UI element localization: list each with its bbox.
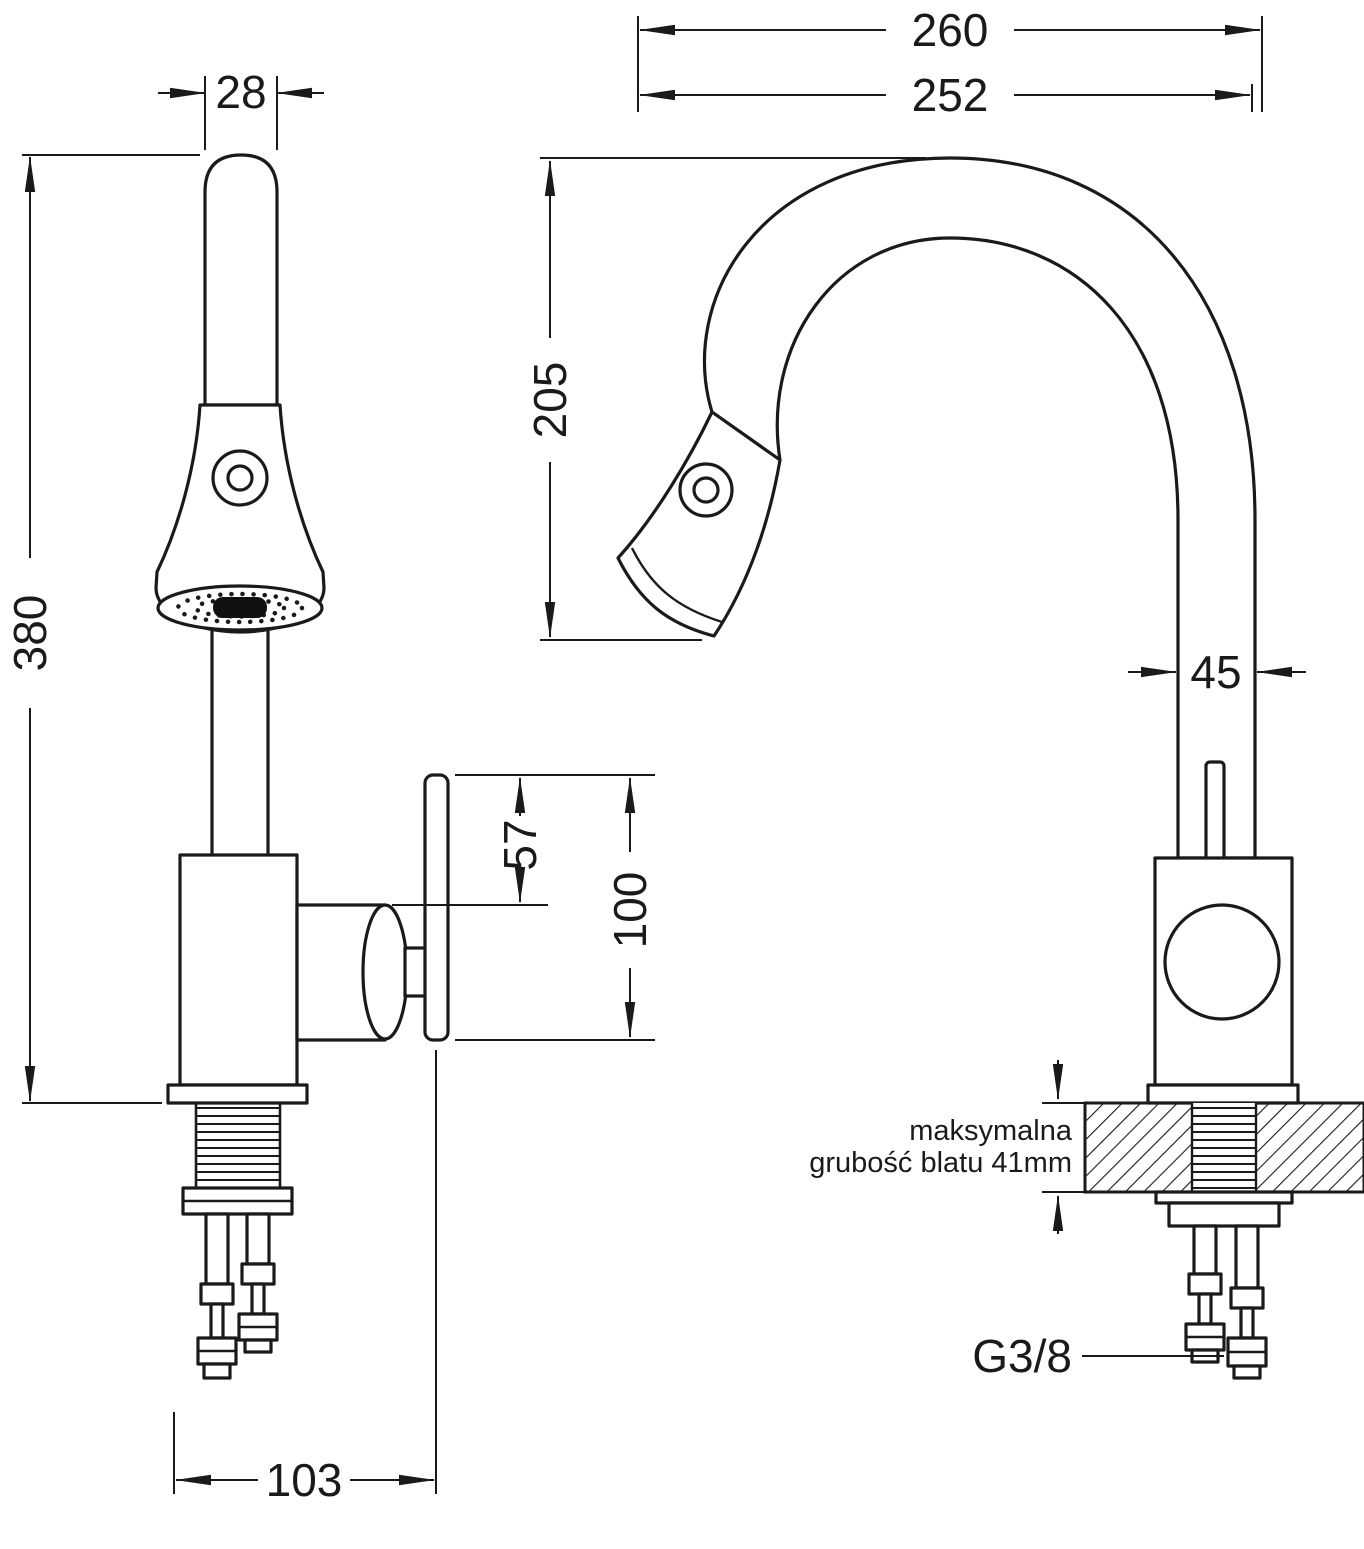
dim-label-connection-thread: G3/8 <box>972 1330 1072 1382</box>
dim-spout-clearance: 205 <box>524 157 926 641</box>
side-spray-button-outer <box>678 462 734 518</box>
dim-base-span: 103 <box>173 1050 437 1506</box>
side-handle-lever <box>1204 760 1226 862</box>
front-spray-button-inner <box>226 464 254 492</box>
front-handle-joint-cap <box>361 903 409 1041</box>
dim-label-handle-total: 100 <box>604 872 656 949</box>
dim-label-spout-pipe-width: 45 <box>1190 646 1241 698</box>
thread-callout: G3/8 <box>972 1330 1224 1382</box>
front-spray-head <box>154 403 326 634</box>
front-spray-button-outer <box>211 449 269 507</box>
dim-overall-depth: 260 <box>637 4 1263 112</box>
front-aerator-slot <box>213 597 267 618</box>
dim-tube-width: 28 <box>158 66 324 150</box>
dim-label-base-span: 103 <box>266 1454 343 1506</box>
front-hose-left <box>196 1212 238 1380</box>
dim-overall-height: 380 <box>4 154 200 1104</box>
side-mounting-nut <box>1167 1201 1281 1228</box>
front-hose-right <box>237 1212 279 1354</box>
side-hose-right <box>1226 1224 1268 1380</box>
dim-spout-pipe-width: 45 <box>1128 646 1306 698</box>
side-aerator-rim-line <box>630 547 723 624</box>
front-view <box>154 153 450 1380</box>
dim-handle-upper: 57 <box>392 774 655 906</box>
dim-label-tube-width: 28 <box>215 66 266 118</box>
dim-handle-total: 100 <box>455 777 656 1041</box>
dim-spout-reach: 252 <box>639 69 1253 121</box>
side-spray-button-inner <box>692 476 720 504</box>
dim-label-overall-depth: 260 <box>912 4 989 56</box>
side-base-flange <box>1146 1083 1300 1105</box>
front-base-flange <box>166 1083 309 1105</box>
front-aerator-dots-outer <box>175 591 305 625</box>
dimensions: 28 380 57 100 <box>4 4 1306 1506</box>
countertop-thickness-note: maksymalna grubość blatu 41mm <box>809 1060 1086 1234</box>
front-threaded-shank <box>194 1101 282 1190</box>
side-gooseneck-spout <box>702 156 1257 860</box>
side-washer <box>1154 1190 1294 1205</box>
side-threaded-shank <box>1192 1103 1256 1192</box>
dim-label-spout-reach: 252 <box>912 69 989 121</box>
dim-label-handle-upper: 57 <box>494 819 546 870</box>
note-max-thickness-line2: grubość blatu 41mm <box>809 1147 1072 1179</box>
dim-label-overall-height: 380 <box>4 595 56 672</box>
dim-label-spout-clearance: 205 <box>524 362 576 439</box>
note-max-thickness-line1: maksymalna <box>909 1115 1073 1147</box>
front-handle-lever <box>423 773 450 1042</box>
front-lower-tube <box>210 618 270 862</box>
side-spray-head <box>616 410 782 638</box>
countertop-section <box>1083 1101 1364 1194</box>
front-body <box>178 853 299 1087</box>
side-handle-pivot <box>1163 903 1281 1021</box>
side-hose-left <box>1184 1224 1226 1364</box>
front-upper-tube <box>203 153 279 407</box>
side-view <box>616 156 1364 1380</box>
